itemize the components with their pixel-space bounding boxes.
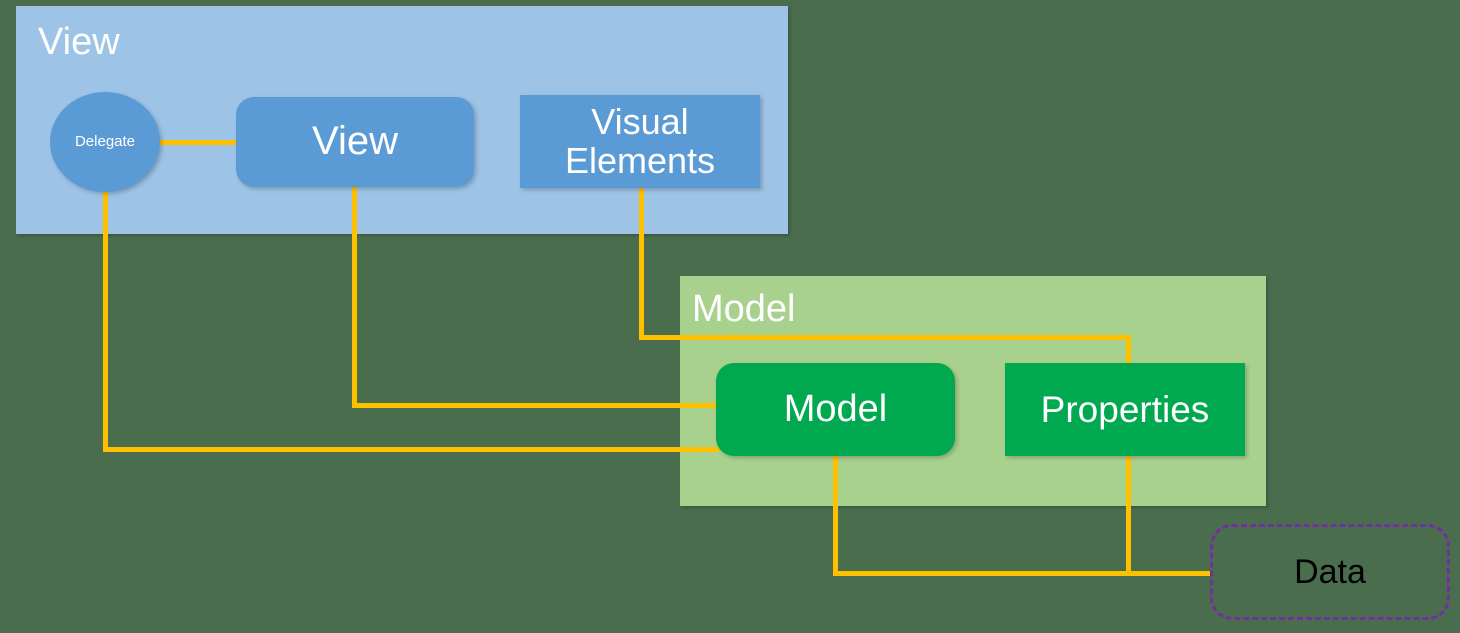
connector-properties-top-vertical <box>1126 335 1131 365</box>
node-data-label: Data <box>1294 552 1366 591</box>
node-view[interactable]: View <box>236 97 474 187</box>
node-properties[interactable]: Properties <box>1005 363 1245 456</box>
node-visual-elements[interactable]: Visual Elements <box>520 95 760 188</box>
connector-view-to-model-horizontal <box>352 403 720 408</box>
node-model-label: Model <box>783 387 888 430</box>
group-view-label: View <box>38 21 120 63</box>
connector-delegate-to-model-horizontal <box>103 447 719 452</box>
node-visual-elements-label-line2: Elements <box>564 139 716 181</box>
connector-visual-elements-vertical <box>639 186 644 338</box>
node-visual-elements-label: Visual Elements <box>564 100 716 181</box>
node-delegate-label: Delegate <box>74 132 136 150</box>
node-data[interactable]: Data <box>1210 524 1450 620</box>
connector-delegate-to-model-vertical <box>103 186 108 452</box>
connector-visual-elements-horizontal <box>639 335 1131 340</box>
node-properties-label: Properties <box>1040 388 1210 430</box>
connector-delegate-to-view <box>158 140 238 145</box>
connector-model-to-data-vertical <box>833 452 838 575</box>
node-model[interactable]: Model <box>716 363 955 456</box>
group-model-label: Model <box>692 288 796 330</box>
node-visual-elements-label-line1: Visual <box>591 100 689 142</box>
node-view-label: View <box>312 119 398 164</box>
node-delegate[interactable]: Delegate <box>50 92 160 192</box>
connector-view-to-model-vertical <box>352 186 357 404</box>
connector-properties-to-data-vertical <box>1126 452 1131 575</box>
connector-model-to-data-horizontal <box>833 571 1213 576</box>
